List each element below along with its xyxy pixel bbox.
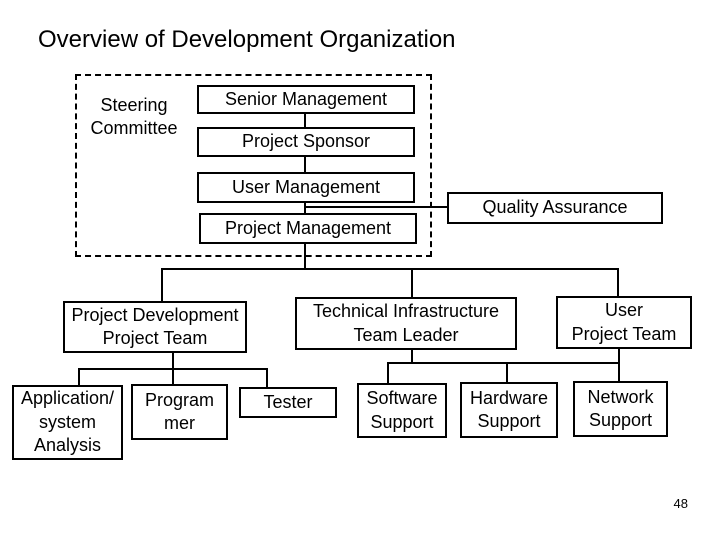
- connector-usermgmt-to-projmgmt: [304, 202, 306, 214]
- node-quality-assurance: Quality Assurance: [447, 192, 663, 224]
- page-number: 48: [673, 496, 688, 511]
- connector-drop-pdpt: [161, 268, 163, 302]
- connector-drop-software: [387, 362, 389, 384]
- connector-senior-to-sponsor: [304, 114, 306, 128]
- slide-title: Overview of Development Organization: [38, 26, 456, 53]
- node-programmer: Program mer: [131, 384, 228, 440]
- node-technical-infrastructure: Technical Infrastructure Team Leader: [295, 297, 517, 350]
- node-hardware-support: Hardware Support: [460, 382, 558, 438]
- connector-main-horizontal: [161, 268, 619, 270]
- connector-drop-application: [78, 368, 80, 386]
- node-project-sponsor: Project Sponsor: [197, 127, 415, 157]
- node-project-management: Project Management: [199, 213, 417, 244]
- connector-drop-tech-infra: [411, 268, 413, 298]
- connector-drop-tester: [266, 368, 268, 388]
- connector-upt-to-network: [618, 347, 620, 382]
- connector-right-bracket: [387, 362, 620, 364]
- connector-tech-infra-down: [411, 348, 413, 364]
- connector-drop-hardware: [506, 362, 508, 383]
- node-software-support: Software Support: [357, 383, 447, 438]
- steering-committee-group-box: [75, 74, 432, 257]
- node-senior-management: Senior Management: [197, 85, 415, 114]
- node-network-support: Network Support: [573, 381, 668, 437]
- node-user-project-team: User Project Team: [556, 296, 692, 349]
- connector-drop-user-project-team: [617, 268, 619, 297]
- node-application-system-analysis: Application/ system Analysis: [12, 385, 123, 460]
- node-user-management: User Management: [197, 172, 415, 203]
- node-tester: Tester: [239, 387, 337, 418]
- node-project-development-team: Project Development Project Team: [63, 301, 247, 353]
- connector-to-quality-assurance: [304, 206, 447, 208]
- connector-drop-programmer: [172, 368, 174, 385]
- steering-committee-label: Steering Committee: [90, 95, 178, 139]
- connector-sponsor-to-usermgmt: [304, 156, 306, 173]
- connector-pdpt-down: [172, 351, 174, 370]
